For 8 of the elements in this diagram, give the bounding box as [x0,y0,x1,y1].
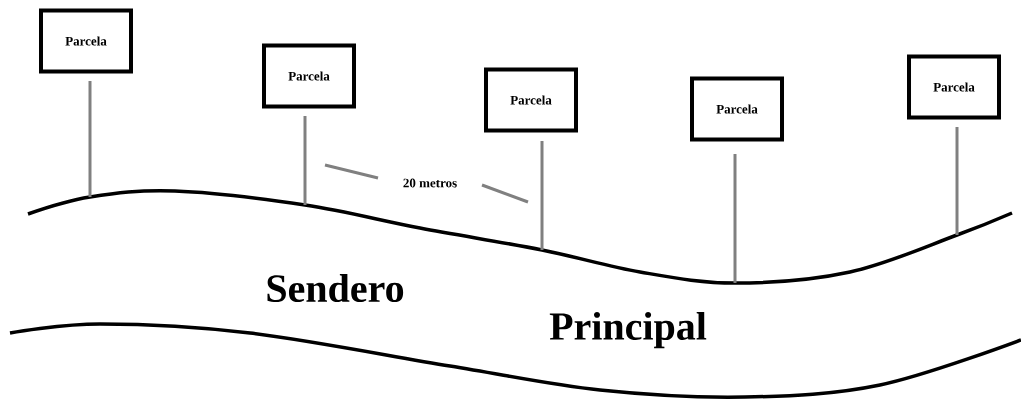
sign-box: Parcela [690,76,784,142]
sign-box: Parcela [262,43,356,109]
dimension-label: 20 metros [403,178,457,188]
path-name: Sendero [267,273,404,303]
path-name: Principal [549,311,707,349]
sign-box: Parcela [484,67,578,133]
sign-box: Parcela [907,54,1001,120]
sign-box: Parcela [39,8,133,74]
